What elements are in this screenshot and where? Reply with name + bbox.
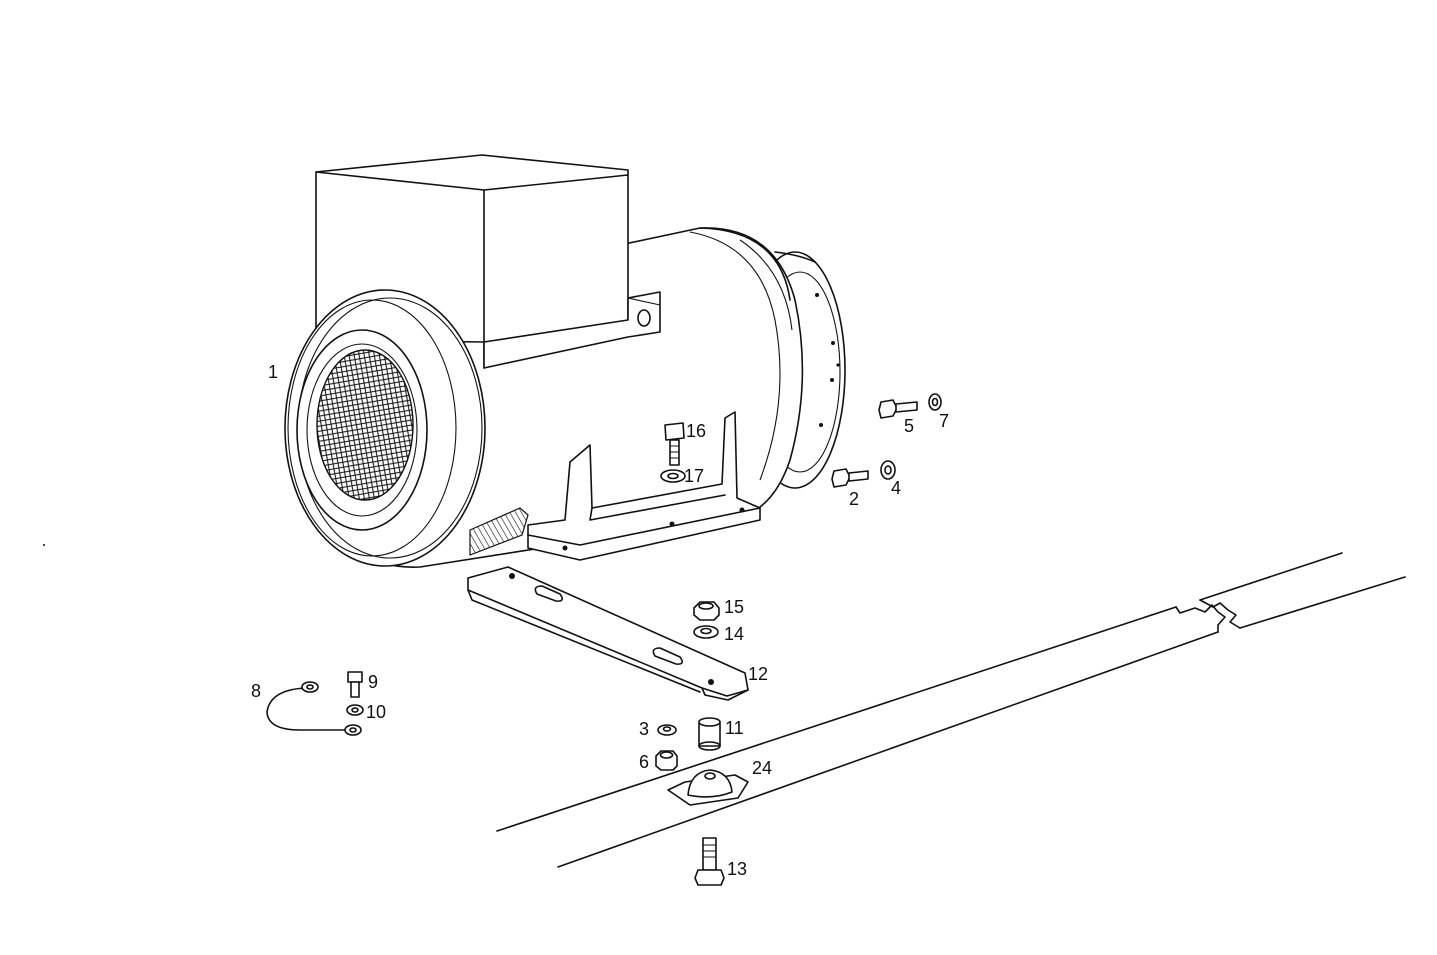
callout-24: 24 [752, 758, 772, 778]
callout-2: 2 [849, 489, 859, 509]
callout-13: 13 [727, 859, 747, 879]
callout-15: 15 [724, 597, 744, 617]
callout-9: 9 [368, 672, 378, 692]
callouts: 1 2 3 4 5 6 7 8 9 10 11 12 13 14 15 16 1… [251, 362, 949, 879]
callout-3: 3 [639, 719, 649, 739]
part-5-bolt [878, 399, 918, 419]
callout-14: 14 [724, 624, 744, 644]
part-11-spacer [698, 717, 721, 751]
part-12-support-rail [467, 566, 749, 701]
part-8-ground-cable [266, 681, 362, 736]
part-15-nut [693, 601, 720, 621]
part-16-bolt [664, 422, 685, 466]
part-4-washer [880, 460, 896, 480]
callout-17: 17 [684, 466, 704, 486]
callout-7: 7 [939, 411, 949, 431]
frame-rail [496, 552, 1406, 868]
scan-speck [43, 544, 45, 546]
callout-16: 16 [686, 421, 706, 441]
callout-6: 6 [639, 752, 649, 772]
callout-11: 11 [725, 718, 744, 738]
part-24-vibration-mount [667, 769, 749, 806]
part-2-bolt [831, 468, 869, 488]
callout-5: 5 [904, 416, 914, 436]
callout-10: 10 [366, 702, 386, 722]
part-6-nut [655, 750, 678, 771]
vent-grille [469, 507, 529, 556]
generator-front-cover [284, 289, 486, 567]
callout-4: 4 [891, 478, 901, 498]
part-3-washer [657, 724, 677, 736]
air-intake-mesh [316, 349, 414, 501]
mounting-foot [527, 411, 761, 561]
callout-1: 1 [268, 362, 278, 382]
part-9-screw [347, 671, 363, 698]
part-14-washer [693, 625, 719, 639]
callout-12: 12 [748, 664, 768, 684]
part-10-washer [346, 704, 364, 716]
generator-assembly [284, 154, 846, 568]
part-7-washer [928, 393, 942, 411]
part-13-bolt [694, 837, 725, 886]
callout-8: 8 [251, 681, 261, 701]
part-17-washer [660, 469, 686, 483]
